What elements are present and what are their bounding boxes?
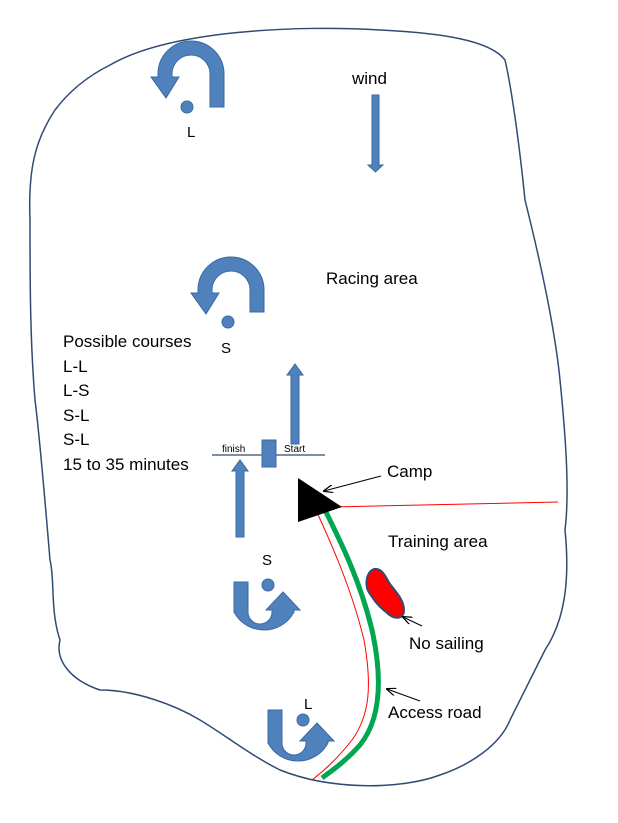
mark-l-bottom-buoy (296, 713, 310, 727)
training-area-boundary (329, 501, 559, 508)
finish-arrow (231, 459, 249, 538)
mark-l-bottom-rounding-arrow (267, 709, 336, 762)
upwind-arrow (286, 363, 304, 445)
committee-boat (261, 439, 277, 468)
course-item: S-L (63, 405, 90, 425)
camp-pointer (324, 475, 382, 491)
access-road-red (311, 507, 369, 781)
mark-s-bottom-label: S (262, 552, 273, 569)
camp-marker (298, 478, 342, 522)
course-duration: 15 to 35 minutes (63, 454, 189, 474)
finish-label: finish (222, 444, 246, 455)
no-sailing-label: No sailing (409, 634, 484, 653)
shoreline-outline (28, 27, 568, 787)
racing-area-label: Racing area (326, 269, 418, 288)
access-road-pointer (387, 689, 421, 702)
mark-s-top-label: S (221, 340, 232, 357)
possible-courses-box: Possible courses L-L L-S S-L S-L 15 to 3… (63, 330, 192, 477)
camp-label: Camp (387, 462, 433, 481)
mark-l-top-label: L (187, 124, 196, 141)
no-sailing-pointer (403, 617, 423, 627)
mark-s-bottom-rounding-arrow (233, 581, 302, 631)
wind-arrow (366, 94, 385, 173)
course-item: S-L (63, 430, 90, 449)
training-area-label: Training area (388, 532, 488, 551)
mark-s-top-rounding-arrow (190, 256, 265, 315)
access-road-green (318, 500, 381, 781)
course-item: L-S (63, 381, 90, 400)
mark-l-top-rounding-arrow (150, 40, 225, 108)
no-sailing-zone (365, 567, 406, 619)
mark-l-bottom-label: L (304, 696, 313, 713)
mark-s-top-buoy (221, 315, 235, 329)
mark-l-top-buoy (180, 100, 194, 114)
mark-s-bottom-buoy (261, 578, 275, 592)
courses-heading: Possible courses (63, 332, 192, 351)
start-label: Start (284, 444, 306, 455)
course-item: L-L (63, 356, 88, 376)
wind-label: wind (352, 69, 387, 88)
access-road-label: Access road (388, 703, 482, 722)
